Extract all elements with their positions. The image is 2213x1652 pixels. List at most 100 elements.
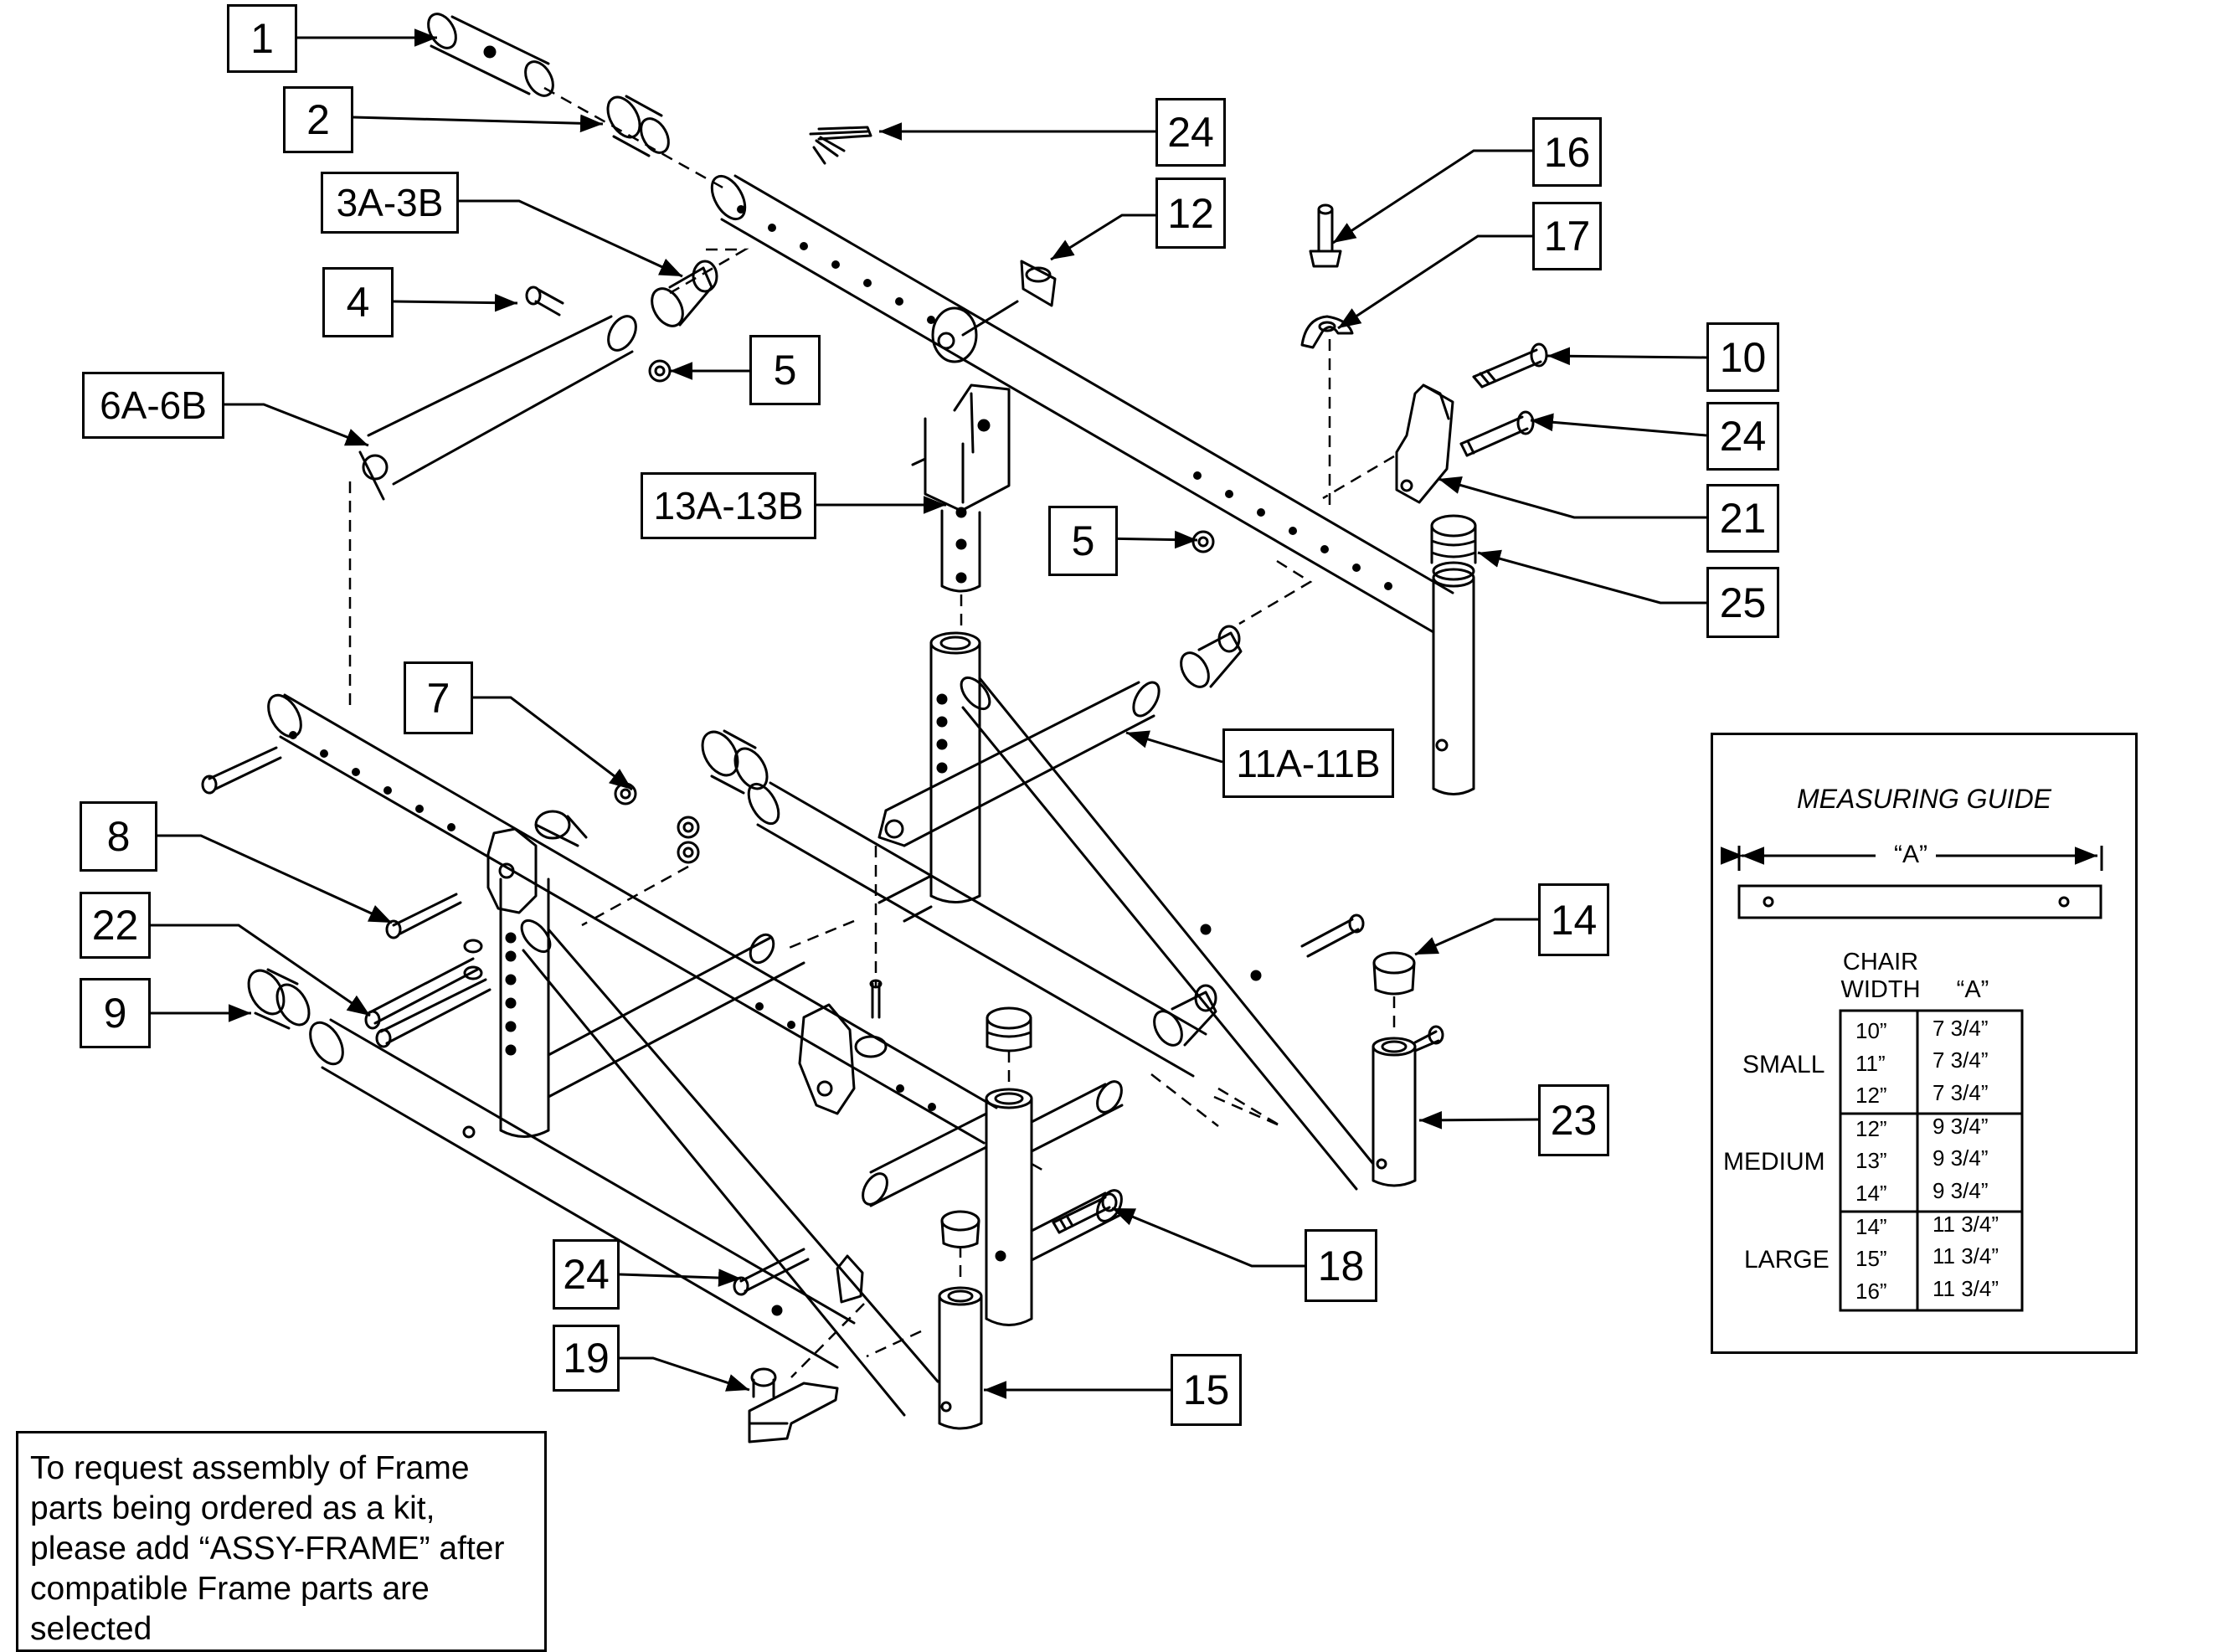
part-16-pin [1309, 203, 1342, 268]
callout-13a-13b: 13A-13B [641, 472, 816, 539]
part-12-wedge [1020, 260, 1057, 307]
part-23-post [1372, 1025, 1444, 1187]
part-22-bolts [364, 939, 491, 1048]
callout-8: 8 [80, 801, 157, 872]
lower-left-rail [309, 1018, 856, 1369]
part-11-crossbar [877, 681, 1161, 847]
callout-19: 19 [553, 1325, 620, 1392]
center-upright [929, 631, 981, 903]
top-back-rail-holes [737, 205, 1392, 590]
note-line: please add “ASSY-FRAME” after [30, 1531, 505, 1567]
note-line: compatible Frame parts are [30, 1571, 430, 1607]
part-8-bolt [385, 893, 462, 939]
width-cell: 14” [1855, 1214, 1887, 1239]
width-cell: 11” [1855, 1051, 1886, 1076]
group-small: SMALL [1742, 1051, 1825, 1078]
a-cell: 7 3/4” [1933, 1080, 1989, 1105]
callout-16: 16 [1532, 117, 1602, 187]
assembly-note: To request assembly of Frame parts being… [16, 1431, 547, 1652]
part-18-bolt [1052, 1192, 1118, 1234]
part-21-bracket [1395, 383, 1454, 504]
width-cell: 12” [1855, 1083, 1887, 1108]
a-cell: 9 3/4” [1933, 1145, 1989, 1171]
right-bolt [1300, 913, 1365, 958]
width-cell: 16” [1855, 1279, 1887, 1304]
callout-10: 10 [1706, 322, 1779, 392]
a-cell: 9 3/4” [1933, 1178, 1989, 1203]
callout-24-bottom: 24 [553, 1239, 620, 1310]
part-9-bushing [247, 968, 311, 1030]
mid-front-rail [747, 781, 1262, 1078]
rear-left-bolt [201, 746, 282, 795]
dimension-a-label: “A” [1886, 841, 1936, 869]
center-front-post [985, 1088, 1033, 1326]
part-5-nut-a [648, 359, 672, 383]
width-cell: 15” [1855, 1246, 1887, 1271]
leader-lines [151, 28, 1707, 1399]
callout-9: 9 [80, 978, 151, 1048]
callout-6a-6b: 6A-6B [82, 372, 224, 439]
measuring-guide-title: MEASURING GUIDE [1796, 784, 2052, 814]
header-chair: CHAIR [1842, 949, 1919, 975]
left-upright-bracket [486, 810, 588, 914]
part-6-crossbar [358, 315, 637, 501]
measuring-guide: MEASURING GUIDE “A” CHAIR WIDTH “A” SMAL… [1711, 733, 2138, 1354]
callout-24-top: 24 [1155, 98, 1226, 167]
callout-24-right: 24 [1706, 402, 1779, 471]
callout-5-left: 5 [749, 335, 821, 405]
callout-4: 4 [322, 267, 394, 337]
width-cell: 14” [1855, 1181, 1887, 1206]
measuring-guide-art [1721, 846, 2103, 1312]
part-7-nut [614, 782, 637, 805]
left-side-diagonal [520, 919, 939, 1417]
part-25-cap [1430, 514, 1477, 581]
callout-18: 18 [1305, 1229, 1377, 1302]
upright-mount-top [931, 300, 1019, 363]
part-10-bolt [1472, 342, 1548, 389]
header-chair-width: CHAIR WIDTH [1830, 949, 1931, 1004]
lower-center-bracket [836, 1254, 864, 1304]
callout-22: 22 [80, 892, 151, 959]
note-line: parts being ordered as a kit, [30, 1490, 435, 1526]
part-24-right-bolt [1459, 410, 1535, 457]
part-3-clamp [651, 260, 718, 327]
part-14-cap [1372, 951, 1416, 996]
header-a: “A” [1956, 976, 1989, 1003]
assembly-dashed-lines [348, 86, 1396, 1378]
a-cell: 11 3/4” [1933, 1243, 1999, 1269]
rear-right-upright [1432, 568, 1475, 795]
a-cell: 9 3/4” [1933, 1114, 1989, 1139]
left-seat-rail-holes [289, 731, 936, 1111]
callout-21: 21 [1706, 484, 1779, 553]
callout-1: 1 [227, 4, 297, 73]
note-line: To request assembly of Frame [30, 1450, 470, 1486]
a-cell: 11 3/4” [1933, 1276, 1999, 1301]
callout-23: 23 [1538, 1084, 1609, 1156]
part-1-tube [427, 13, 554, 97]
part-24-lower-bolt [733, 1248, 810, 1296]
center-front-cap [986, 1006, 1032, 1052]
lower-front-tubes [749, 933, 1124, 1262]
part-15-post [938, 1286, 983, 1430]
right-side-diagonal [960, 676, 1375, 1191]
callout-17: 17 [1532, 202, 1602, 270]
a-cell: 7 3/4” [1933, 1047, 1989, 1073]
right-clamp [1153, 984, 1217, 1047]
callout-5-right: 5 [1048, 506, 1118, 576]
callout-12: 12 [1155, 178, 1226, 249]
part-5-nut-b [1191, 530, 1215, 553]
width-cell: 10” [1855, 1018, 1887, 1043]
part-13-bracket [911, 383, 1011, 593]
group-large: LARGE [1744, 1246, 1830, 1274]
a-cell: 11 3/4” [1933, 1212, 1999, 1237]
part-7-nut-pair [677, 816, 700, 864]
part-11-clamp [1180, 625, 1243, 688]
top-back-rail [710, 174, 1454, 634]
callout-3a-3b: 3A-3B [321, 172, 459, 234]
callout-15: 15 [1171, 1354, 1242, 1426]
callout-25: 25 [1706, 567, 1779, 638]
a-cell: 7 3/4” [1933, 1016, 1989, 1041]
part-15-cap [940, 1210, 980, 1248]
callout-2: 2 [283, 86, 353, 153]
